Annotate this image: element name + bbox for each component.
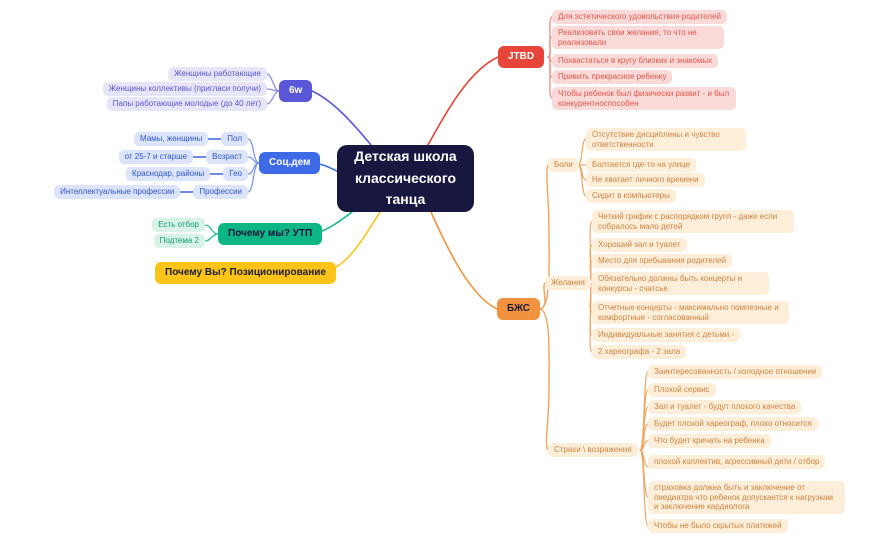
- row-connector: [193, 156, 207, 158]
- 6w-leaf[interactable]: Женщины коллективы (пригласи получи): [102, 82, 267, 96]
- branch-jtbd[interactable]: JTBD: [498, 46, 545, 68]
- fears-leaf[interactable]: Чтобы не было скрытых платежей: [648, 519, 788, 533]
- wire: [311, 90, 372, 146]
- bzhs-trunk-lines: [539, 164, 550, 451]
- branch-line-6w: [311, 90, 372, 146]
- jtbd-leaf[interactable]: Чтобы ребенок был физически развит - и б…: [552, 87, 736, 111]
- soc-dem-value[interactable]: от 25-7 и старше: [118, 150, 194, 164]
- wishes-leaf[interactable]: Обязательно должны быть концерты и конку…: [592, 272, 769, 296]
- jtbd-leaf-lines: [547, 16, 553, 99]
- wire: [247, 156, 260, 164]
- wishes-leaf[interactable]: Отчетные концерты - максимально помпезны…: [592, 301, 789, 325]
- soc-dem-row: Краснодар, районы Гео: [126, 167, 248, 181]
- central-topic[interactable]: Детская школа классического танца: [337, 145, 474, 212]
- wishes-leaf[interactable]: Место для пребывания родителей: [592, 254, 733, 268]
- wire: [547, 56, 553, 99]
- wire: [539, 282, 546, 310]
- wire: [247, 162, 260, 193]
- group-label-fears[interactable]: Страхи \ возражения: [548, 443, 638, 457]
- branch-line-bzhs: [430, 211, 498, 310]
- soc-dem-row: Интеллектуальные профессии Профессии: [54, 185, 248, 199]
- jtbd-leaf[interactable]: Похвастаться в кругу близких и знакомых: [552, 54, 719, 68]
- row-connector: [208, 138, 222, 140]
- soc-dem-key[interactable]: Пол: [221, 132, 248, 146]
- soc-dem-row: от 25-7 и старше Возраст: [118, 150, 248, 164]
- wire: [204, 224, 219, 235]
- wire: [427, 56, 499, 146]
- pains-leaf[interactable]: Сидит в компьютеры: [586, 189, 676, 203]
- 6w-leaf-lines: [266, 73, 280, 105]
- wishes-leaf[interactable]: 2 хареографа - 2 зала: [592, 345, 687, 359]
- wire: [539, 164, 550, 310]
- pains-leaf[interactable]: Отсутствие дисциплины и чувство ответств…: [586, 128, 746, 152]
- row-connector: [180, 191, 194, 193]
- group-label-wishes[interactable]: Желания: [545, 276, 591, 290]
- soc-dem-value[interactable]: Интеллектуальные профессии: [54, 185, 181, 199]
- pains-leaf[interactable]: Не хватает личного времени: [586, 173, 705, 187]
- wishes-leaf[interactable]: Хороший зал и туалет: [592, 238, 687, 252]
- utp-leaf-lines: [204, 224, 219, 242]
- branch-soc-dem[interactable]: Соц.дем: [259, 152, 321, 174]
- wire: [266, 73, 280, 92]
- wire: [539, 308, 550, 451]
- soc-dem-value[interactable]: Краснодар, районы: [126, 167, 211, 181]
- wishes-leaf[interactable]: Индивидуальные занятия с детьми -: [592, 328, 741, 342]
- fears-leaf[interactable]: страховка должна быть и заключение от пи…: [648, 481, 845, 514]
- jtbd-leaf[interactable]: Для эстетического удовольствия родителей: [552, 10, 727, 24]
- soc-dem-leaf-lines: [247, 138, 260, 193]
- branch-line-jtbd: [427, 56, 499, 146]
- jtbd-leaf[interactable]: Привить прекрасное ребенку: [552, 70, 673, 84]
- central-topic-label: Детская школа классического танца: [354, 147, 457, 208]
- wire: [577, 138, 587, 166]
- fears-leaf[interactable]: плохой коллектив, агрессивный дети / отб…: [648, 455, 826, 469]
- soc-dem-value[interactable]: Мамы, женщины: [133, 132, 209, 146]
- group-label-pains[interactable]: Боли: [548, 158, 579, 172]
- utp-leaf[interactable]: Подтема 2: [153, 234, 205, 248]
- wishes-leaf[interactable]: Четкий график с распорядком групп - даже…: [592, 210, 794, 234]
- fears-leaf[interactable]: Заинтересованность / холодное отношение: [648, 365, 823, 379]
- row-connector: [210, 173, 224, 175]
- fears-leaf[interactable]: Будет плохой хареограф, плохо относится: [648, 417, 818, 431]
- pains-leaf[interactable]: Болтается где-то на улице: [586, 158, 697, 172]
- soc-dem-key[interactable]: Профессии: [193, 185, 248, 199]
- branch-6w[interactable]: 6w: [279, 80, 313, 102]
- jtbd-leaf[interactable]: Реализовать свои желания, то что не реал…: [552, 26, 724, 50]
- wire: [639, 449, 649, 527]
- fears-leaf[interactable]: Зал и туалет - будут плохого качества: [648, 400, 802, 414]
- utp-leaf[interactable]: Есть отбор: [152, 218, 205, 232]
- 6w-leaf[interactable]: Женщины работающие: [168, 67, 267, 81]
- fears-leaf-lines: [639, 371, 649, 527]
- 6w-leaf[interactable]: Папы работающие молодые (до 40 лет): [106, 97, 267, 111]
- soc-dem-key[interactable]: Возраст: [206, 150, 248, 164]
- wire: [266, 90, 280, 105]
- pains-leaf-lines: [577, 138, 587, 197]
- wire: [430, 211, 498, 310]
- fears-leaf[interactable]: Что будет кричать на ребенка: [648, 434, 771, 448]
- soc-dem-row: Мамы, женщины Пол: [133, 132, 248, 146]
- branch-utp[interactable]: Почему мы? УТП: [218, 223, 323, 245]
- fears-leaf[interactable]: Плохой сервис: [648, 383, 716, 397]
- branch-bzhs[interactable]: БЖС: [497, 298, 540, 320]
- soc-dem-key[interactable]: Гео: [223, 167, 248, 181]
- branch-positioning[interactable]: Почему Вы? Позиционирование: [155, 262, 336, 284]
- wire: [204, 233, 219, 242]
- wire: [577, 164, 587, 197]
